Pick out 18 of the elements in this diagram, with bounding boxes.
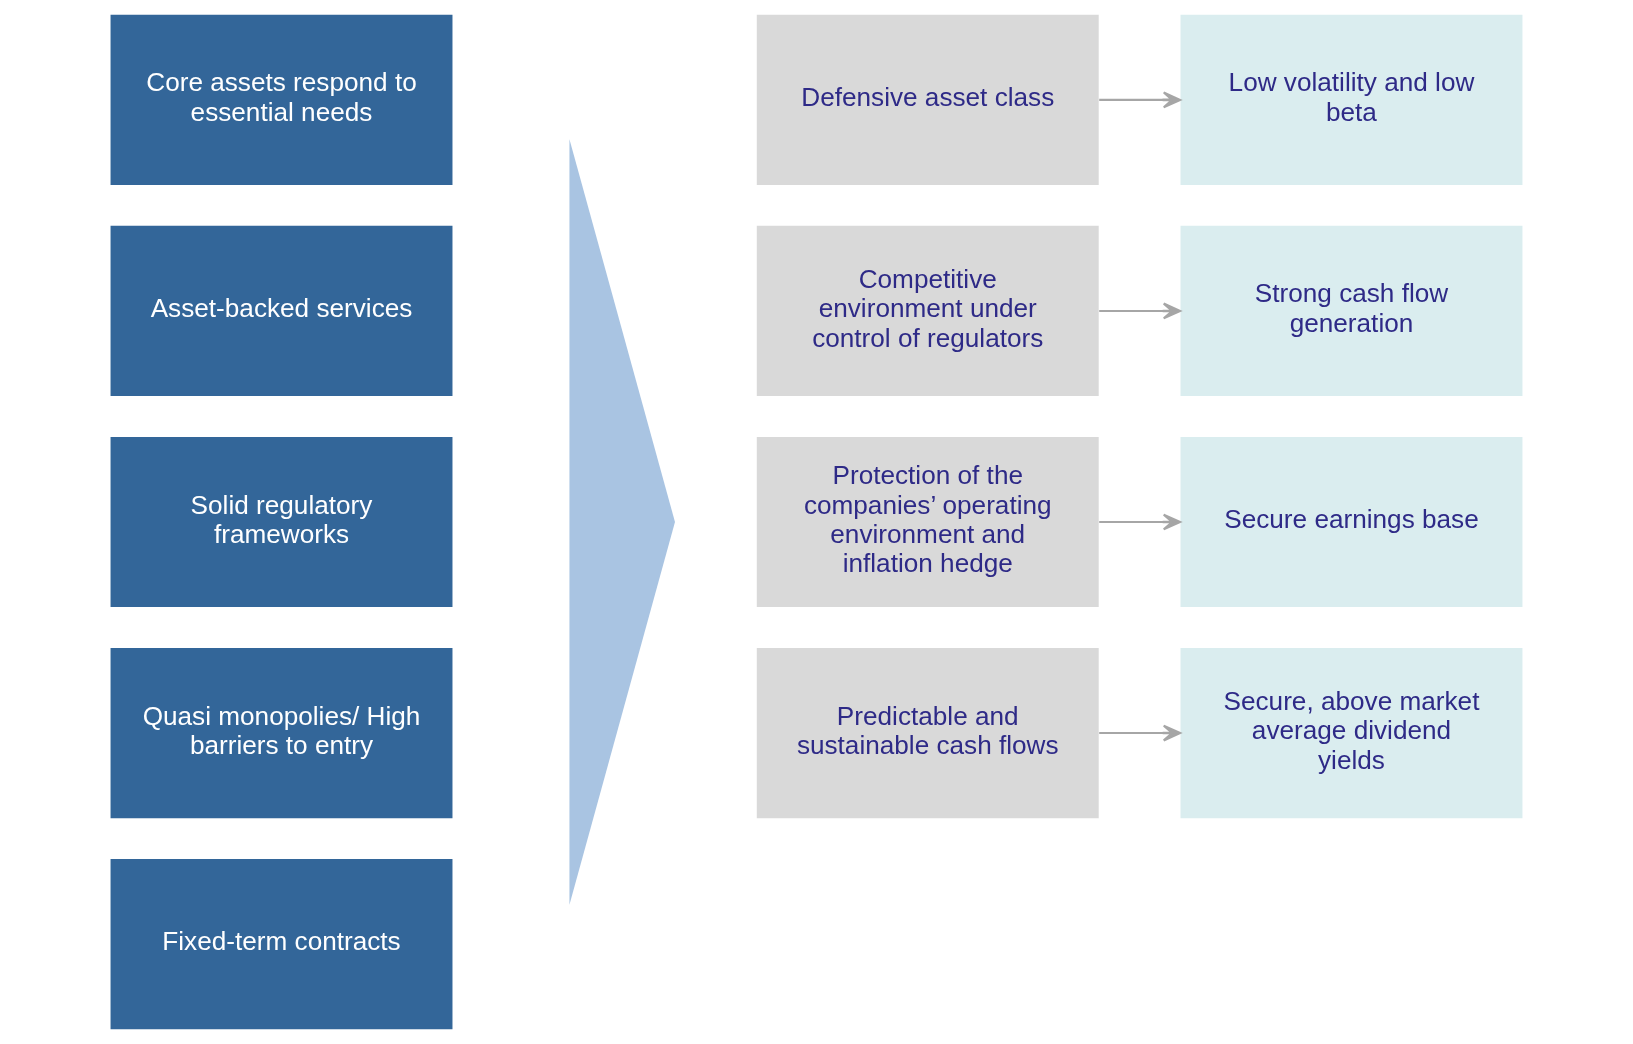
- node-box: Competitive environment under control of regulators: [756, 225, 1099, 396]
- arrow: [1099, 513, 1182, 531]
- node-box: Defensive asset class: [756, 14, 1099, 185]
- node-box: Protection of the companies’ operating environment and inflation hedge: [756, 436, 1099, 608]
- arrow: [1099, 91, 1182, 109]
- node-box: Fixed-term contracts: [110, 859, 453, 1030]
- node-box: Predictable and sustainable cash flows: [756, 648, 1099, 819]
- node-box: Quasi monopolies/ High barriers to entry: [110, 648, 453, 819]
- node-box: Core assets respond to essential needs: [110, 14, 453, 185]
- node-box: Asset-backed services: [110, 225, 453, 396]
- node-triangle: [569, 139, 675, 905]
- arrow: [1099, 302, 1182, 320]
- node-box: Secure earnings base: [1180, 436, 1523, 608]
- node-box: Secure, above market average dividend yields: [1180, 648, 1523, 819]
- node-box: Low volatility and low beta: [1180, 14, 1523, 185]
- node-box: Strong cash flow generation: [1180, 225, 1523, 396]
- node-box: Solid regulatory frameworks: [110, 436, 453, 608]
- arrow: [1099, 724, 1182, 742]
